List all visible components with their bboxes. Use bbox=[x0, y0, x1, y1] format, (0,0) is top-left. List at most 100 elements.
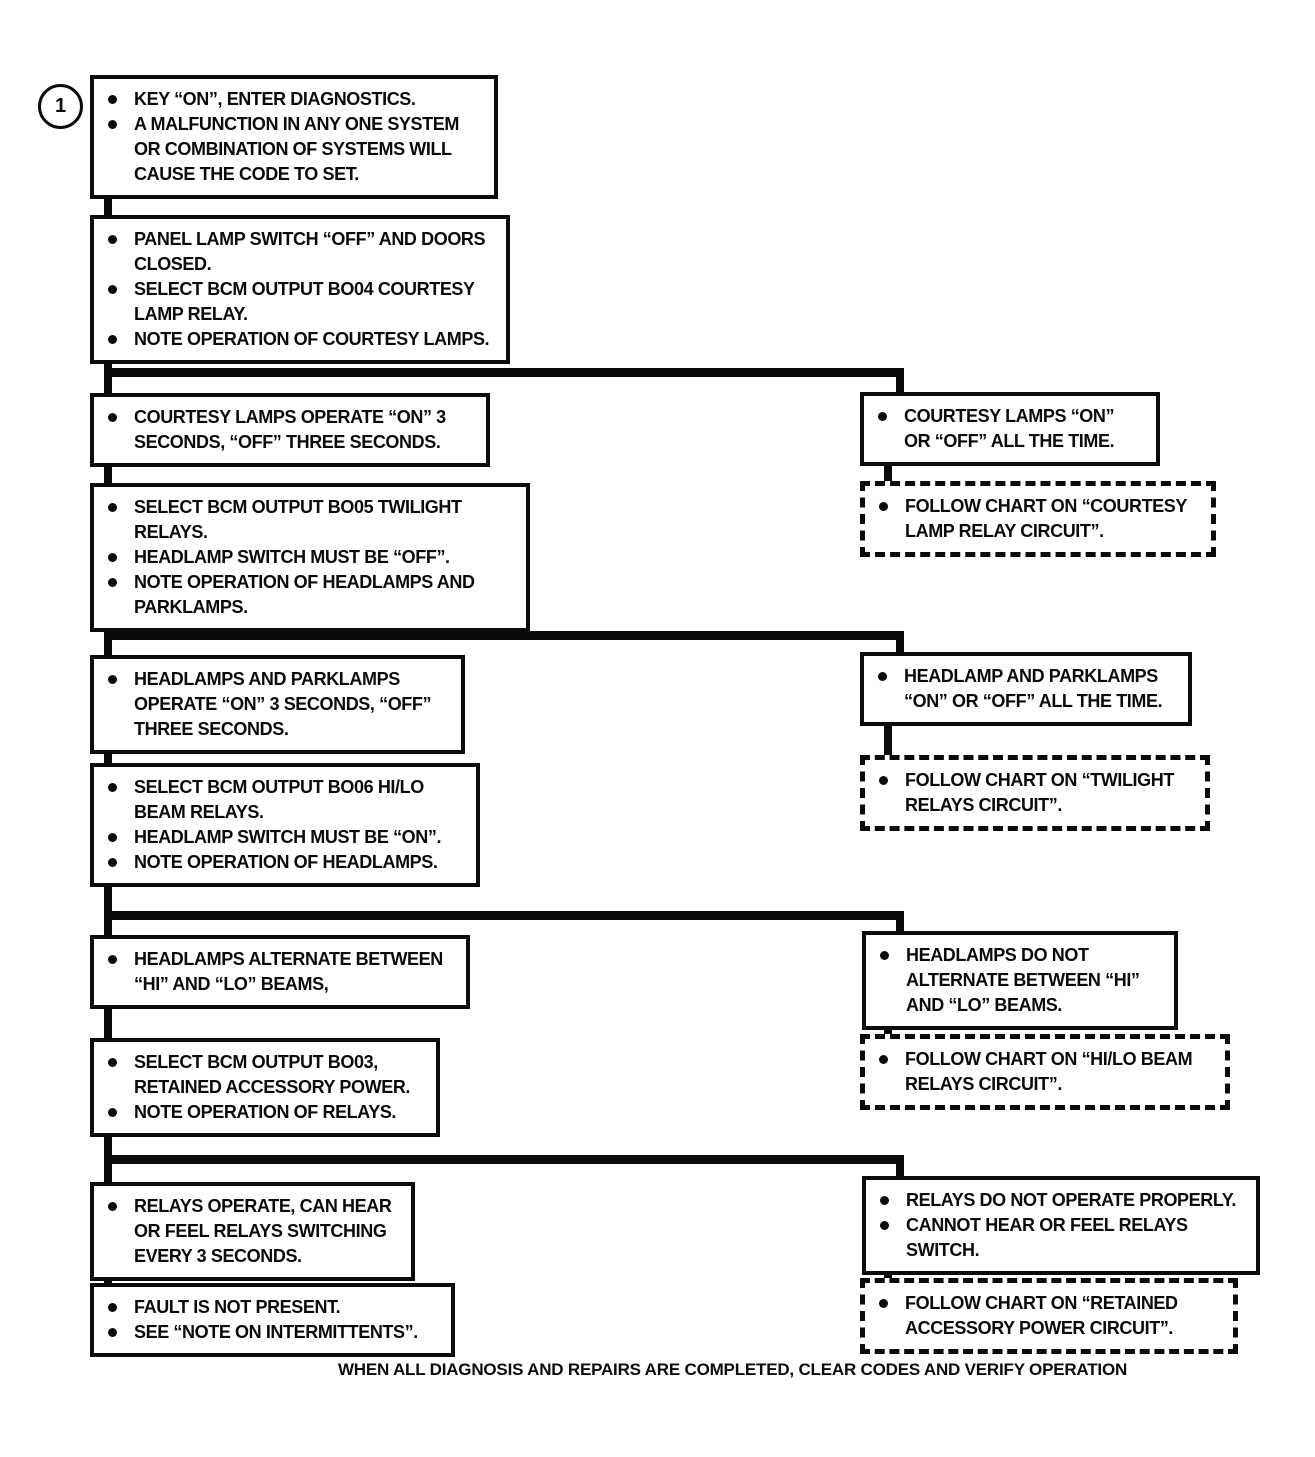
flow-box-twilight-fault: HEADLAMP AND PARKLAMPS “ON” OR “OFF” ALL… bbox=[860, 652, 1192, 726]
bullet-item: FOLLOW CHART ON “RETAINED ACCESSORY POWE… bbox=[865, 1291, 1219, 1341]
bullet-text: RELAYS OPERATE, CAN HEAR OR FEEL RELAYS … bbox=[134, 1196, 392, 1266]
bullet-item: FOLLOW CHART ON “TWILIGHT RELAYS CIRCUIT… bbox=[865, 768, 1191, 818]
bullet-item: HEADLAMPS ALTERNATE BETWEEN “HI” AND “LO… bbox=[94, 947, 452, 997]
bullet-icon bbox=[108, 1108, 117, 1117]
bullet-icon bbox=[880, 951, 889, 960]
bullet-text: SELECT BCM OUTPUT BO04 COURTESY LAMP REL… bbox=[134, 279, 475, 324]
bullet-item: COURTESY LAMPS OPERATE “ON” 3 SECONDS, “… bbox=[94, 405, 472, 455]
bullet-text: SELECT BCM OUTPUT BO03, RETAINED ACCESSO… bbox=[134, 1052, 411, 1097]
bullet-text: HEADLAMP SWITCH MUST BE “ON”. bbox=[134, 827, 442, 847]
bullet-item: NOTE OPERATION OF HEADLAMPS. bbox=[94, 850, 462, 875]
bullet-item: NOTE OPERATION OF HEADLAMPS AND PARKLAMP… bbox=[94, 570, 512, 620]
bullet-icon bbox=[108, 95, 117, 104]
bullet-text: COURTESY LAMPS OPERATE “ON” 3 SECONDS, “… bbox=[134, 407, 446, 452]
bullet-text: FOLLOW CHART ON “COURTESY LAMP RELAY CIR… bbox=[905, 496, 1187, 541]
bullet-item: FAULT IS NOT PRESENT. bbox=[94, 1295, 437, 1320]
bullet-text: HEADLAMPS AND PARKLAMPS OPERATE “ON” 3 S… bbox=[134, 669, 432, 739]
bullet-icon bbox=[880, 1221, 889, 1230]
connector-branch-2 bbox=[104, 631, 904, 640]
flow-box-twilight-ok: HEADLAMPS AND PARKLAMPS OPERATE “ON” 3 S… bbox=[90, 655, 465, 754]
bullet-text: NOTE OPERATION OF HEADLAMPS AND PARKLAMP… bbox=[134, 572, 475, 617]
connector-drop-3 bbox=[896, 911, 904, 943]
bullet-item: HEADLAMP SWITCH MUST BE “OFF”. bbox=[94, 545, 512, 570]
flow-box-rap-fault: RELAYS DO NOT OPERATE PROPERLY. CANNOT H… bbox=[862, 1176, 1260, 1275]
connector-branch-1 bbox=[104, 368, 904, 377]
bullet-icon bbox=[108, 335, 117, 344]
bullet-text: SELECT BCM OUTPUT BO06 HI/LO BEAM RELAYS… bbox=[134, 777, 424, 822]
flow-box-courtesy-follow-chart: FOLLOW CHART ON “COURTESY LAMP RELAY CIR… bbox=[860, 481, 1216, 557]
bullet-icon bbox=[879, 776, 888, 785]
bullet-item: HEADLAMP AND PARKLAMPS “ON” OR “OFF” ALL… bbox=[864, 664, 1174, 714]
bullet-icon bbox=[108, 1202, 117, 1211]
bullet-icon bbox=[878, 412, 887, 421]
bullet-text: KEY “ON”, ENTER DIAGNOSTICS. bbox=[134, 89, 416, 109]
bullet-text: FAULT IS NOT PRESENT. bbox=[134, 1297, 341, 1317]
bullet-item: SELECT BCM OUTPUT BO06 HI/LO BEAM RELAYS… bbox=[94, 775, 462, 825]
bullet-text: HEADLAMPS DO NOT ALTERNATE BETWEEN “HI” … bbox=[906, 945, 1140, 1015]
bullet-item: SELECT BCM OUTPUT BO03, RETAINED ACCESSO… bbox=[94, 1050, 422, 1100]
flow-box-twilight-follow-chart: FOLLOW CHART ON “TWILIGHT RELAYS CIRCUIT… bbox=[860, 755, 1210, 831]
connector-stub-2 bbox=[884, 705, 892, 770]
bullet-item: SELECT BCM OUTPUT BO04 COURTESY LAMP REL… bbox=[94, 277, 492, 327]
bullet-item: HEADLAMP SWITCH MUST BE “ON”. bbox=[94, 825, 462, 850]
connector-branch-3 bbox=[104, 911, 904, 920]
bullet-item: FOLLOW CHART ON “COURTESY LAMP RELAY CIR… bbox=[865, 494, 1197, 544]
bullet-icon bbox=[108, 783, 117, 792]
bullet-item: RELAYS OPERATE, CAN HEAR OR FEEL RELAYS … bbox=[94, 1194, 397, 1269]
bullet-icon bbox=[108, 285, 117, 294]
connector-stub-1 bbox=[884, 438, 892, 496]
bullet-item: HEADLAMPS DO NOT ALTERNATE BETWEEN “HI” … bbox=[866, 943, 1160, 1018]
bullet-item: COURTESY LAMPS “ON” OR “OFF” ALL THE TIM… bbox=[864, 404, 1142, 454]
flow-box-hilo-follow-chart: FOLLOW CHART ON “HI/LO BEAM RELAYS CIRCU… bbox=[860, 1034, 1230, 1110]
flow-box-courtesy-ok: COURTESY LAMPS OPERATE “ON” 3 SECONDS, “… bbox=[90, 393, 490, 467]
bullet-item: NOTE OPERATION OF RELAYS. bbox=[94, 1100, 422, 1125]
bullet-icon bbox=[108, 955, 117, 964]
bullet-text: A MALFUNCTION IN ANY ONE SYSTEM OR COMBI… bbox=[134, 114, 459, 184]
bullet-icon bbox=[108, 1058, 117, 1067]
bullet-item: RELAYS DO NOT OPERATE PROPERLY. bbox=[866, 1188, 1242, 1213]
flow-box-rap-ok: RELAYS OPERATE, CAN HEAR OR FEEL RELAYS … bbox=[90, 1182, 415, 1281]
bullet-icon bbox=[879, 502, 888, 511]
bullet-text: NOTE OPERATION OF RELAYS. bbox=[134, 1102, 397, 1122]
bullet-icon bbox=[108, 833, 117, 842]
bullet-text: RELAYS DO NOT OPERATE PROPERLY. bbox=[906, 1190, 1237, 1210]
flow-box-hilo-test: SELECT BCM OUTPUT BO06 HI/LO BEAM RELAYS… bbox=[90, 763, 480, 887]
bullet-item: SEE “NOTE ON INTERMITTENTS”. bbox=[94, 1320, 437, 1345]
bullet-text: COURTESY LAMPS “ON” OR “OFF” ALL THE TIM… bbox=[904, 406, 1115, 451]
bullet-text: NOTE OPERATION OF HEADLAMPS. bbox=[134, 852, 438, 872]
bullet-icon bbox=[108, 578, 117, 587]
bullet-item: CANNOT HEAR OR FEEL RELAYS SWITCH. bbox=[866, 1213, 1242, 1263]
bullet-text: FOLLOW CHART ON “HI/LO BEAM RELAYS CIRCU… bbox=[905, 1049, 1193, 1094]
bullet-text: FOLLOW CHART ON “RETAINED ACCESSORY POWE… bbox=[905, 1293, 1178, 1338]
bullet-icon bbox=[108, 553, 117, 562]
connector-drop-4 bbox=[896, 1155, 904, 1190]
bullet-text: NOTE OPERATION OF COURTESY LAMPS. bbox=[134, 329, 490, 349]
bullet-icon bbox=[108, 1328, 117, 1337]
flow-box-hilo-ok: HEADLAMPS ALTERNATE BETWEEN “HI” AND “LO… bbox=[90, 935, 470, 1009]
connector-drop-1 bbox=[896, 368, 904, 404]
bullet-icon bbox=[879, 1299, 888, 1308]
bullet-text: HEADLAMP SWITCH MUST BE “OFF”. bbox=[134, 547, 450, 567]
bullet-icon bbox=[880, 1196, 889, 1205]
bullet-icon bbox=[108, 120, 117, 129]
flow-box-rap-test: SELECT BCM OUTPUT BO03, RETAINED ACCESSO… bbox=[90, 1038, 440, 1137]
footer-note: WHEN ALL DIAGNOSIS AND REPAIRS ARE COMPL… bbox=[337, 1360, 1128, 1379]
bullet-item: PANEL LAMP SWITCH “OFF” AND DOORS CLOSED… bbox=[94, 227, 492, 277]
bullet-icon bbox=[108, 858, 117, 867]
bullet-icon bbox=[108, 503, 117, 512]
bullet-text: CANNOT HEAR OR FEEL RELAYS SWITCH. bbox=[906, 1215, 1188, 1260]
bullet-text: SELECT BCM OUTPUT BO05 TWILIGHT RELAYS. bbox=[134, 497, 462, 542]
flow-box-start: KEY “ON”, ENTER DIAGNOSTICS. A MALFUNCTI… bbox=[90, 75, 498, 199]
step-number-badge: 1 bbox=[38, 84, 83, 129]
bullet-item: A MALFUNCTION IN ANY ONE SYSTEM OR COMBI… bbox=[94, 112, 480, 187]
bullet-icon bbox=[879, 1055, 888, 1064]
bullet-icon bbox=[108, 235, 117, 244]
bullet-text: HEADLAMP AND PARKLAMPS “ON” OR “OFF” ALL… bbox=[904, 666, 1163, 711]
flow-box-hilo-fault: HEADLAMPS DO NOT ALTERNATE BETWEEN “HI” … bbox=[862, 931, 1178, 1030]
bullet-text: PANEL LAMP SWITCH “OFF” AND DOORS CLOSED… bbox=[134, 229, 486, 274]
bullet-text: FOLLOW CHART ON “TWILIGHT RELAYS CIRCUIT… bbox=[905, 770, 1174, 815]
flow-box-rap-follow-chart: FOLLOW CHART ON “RETAINED ACCESSORY POWE… bbox=[860, 1278, 1238, 1354]
bullet-icon bbox=[108, 413, 117, 422]
bullet-icon bbox=[108, 675, 117, 684]
